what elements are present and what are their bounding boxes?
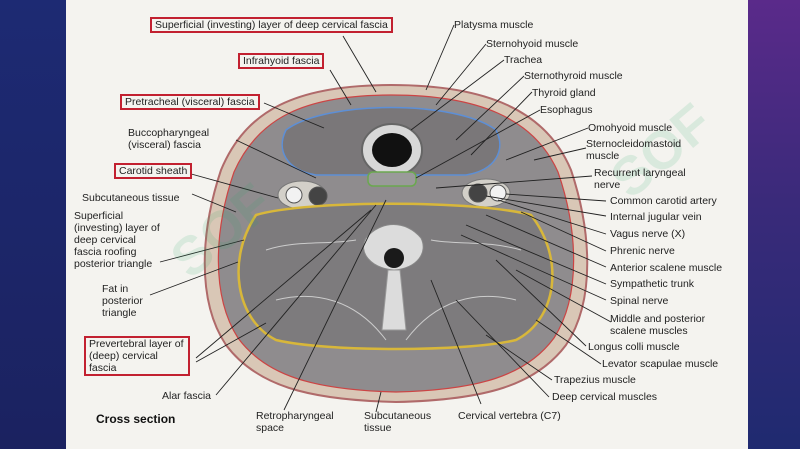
label-trachea: Trachea [504, 54, 543, 66]
label-vagus: Vagus nerve (X) [610, 228, 686, 240]
label-trapezius: Trapezius muscle [554, 374, 636, 386]
slide: SOF SOF Superficial (investing) layer of… [66, 0, 748, 449]
label-longus-colli: Longus colli muscle [588, 341, 680, 353]
label-subcutaneous-tissue-left: Subcutaneous tissue [82, 192, 180, 204]
label-spinal-nerve: Spinal nerve [610, 295, 669, 307]
label-thyroid-gland: Thyroid gland [532, 87, 596, 99]
label-recurrent-laryngeal: Recurrent laryngeal nerve [594, 167, 686, 191]
label-omohyoid: Omohyoid muscle [588, 122, 673, 134]
label-cervical-vertebra: Cervical vertebra (C7) [458, 410, 561, 422]
label-superficial-layer: Superficial (investing) layer of deep ce… [150, 17, 393, 33]
label-carotid-sheath: Carotid sheath [114, 163, 193, 179]
label-buccopharyngeal-fascia: Buccopharyngeal (visceral) fascia [128, 127, 210, 151]
label-phrenic: Phrenic nerve [610, 245, 675, 257]
label-middle-posterior-scalene: Middle and posterior scalene muscles [610, 313, 706, 337]
label-sympathetic-trunk: Sympathetic trunk [610, 278, 695, 290]
label-subcutaneous-tissue-bottom: Subcutaneous tissue [364, 410, 432, 434]
label-superficial-roofing: Superficial (investing) layer of deep ce… [74, 210, 160, 270]
label-prevertebral-layer: Prevertebral layer of (deep) cervical fa… [84, 336, 190, 376]
label-sternothyroid: Sternothyroid muscle [524, 70, 623, 82]
background-right-panel [748, 0, 800, 449]
background-left-panel [0, 0, 66, 449]
label-deep-cervical: Deep cervical muscles [552, 391, 658, 403]
label-alar-fascia: Alar fascia [162, 390, 212, 402]
neck-cross-section-illustration [149, 24, 612, 413]
label-infrahyoid-fascia: Infrahyoid fascia [238, 53, 325, 69]
label-sternocleidomastoid: Sternocleidomastoid muscle [586, 138, 682, 162]
label-fat-posterior-triangle: Fat in posterior triangle [102, 283, 143, 319]
label-retropharyngeal-space: Retropharyngeal space [256, 410, 334, 434]
section-title: Cross section [96, 412, 176, 426]
label-levator-scapulae: Levator scapulae muscle [602, 358, 719, 370]
label-pretracheal-fascia: Pretracheal (visceral) fascia [120, 94, 260, 110]
label-anterior-scalene: Anterior scalene muscle [610, 262, 723, 274]
label-sternohyoid: Sternohyoid muscle [486, 38, 579, 50]
label-esophagus: Esophagus [540, 104, 593, 116]
label-common-carotid: Common carotid artery [610, 195, 717, 207]
label-platysma: Platysma muscle [454, 19, 534, 31]
label-internal-jugular: Internal jugular vein [610, 211, 702, 223]
